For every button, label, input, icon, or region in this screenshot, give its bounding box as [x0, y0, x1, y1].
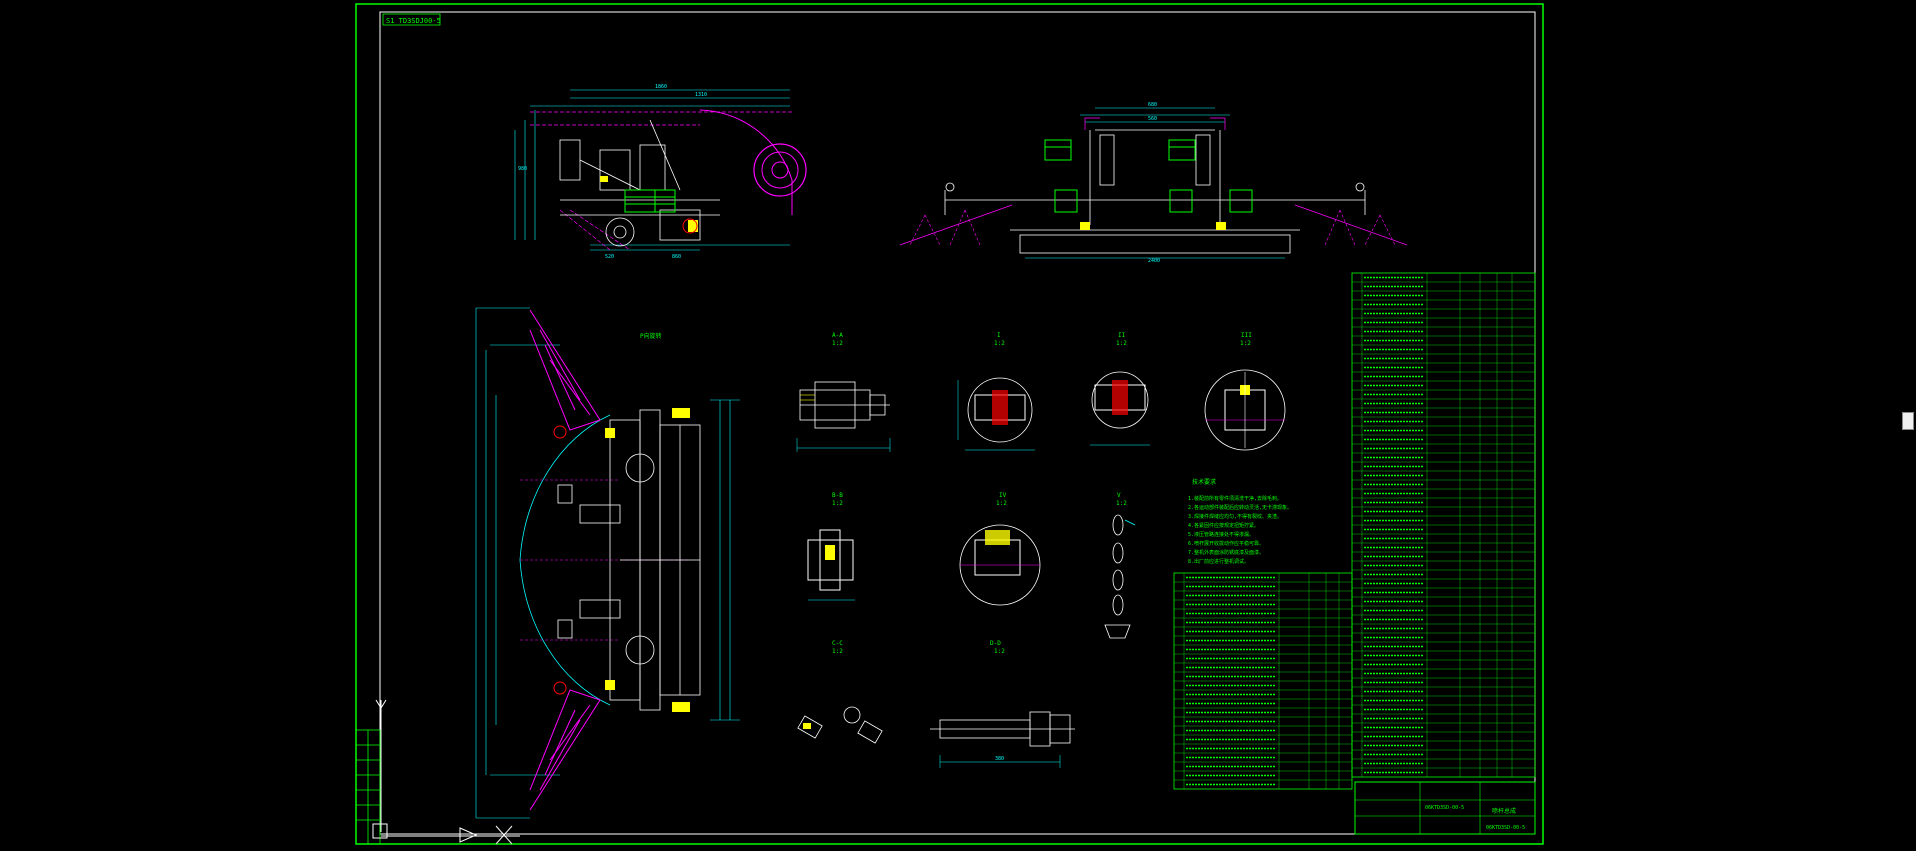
section-label-4-bot: 1:2 — [832, 500, 843, 507]
section-label-7-top: C-C — [832, 640, 843, 647]
front-view: 680 560 2400 — [899, 102, 1408, 264]
side-dim-1: 1310 — [695, 92, 707, 98]
front-dim-1: 560 — [1148, 116, 1157, 122]
section-label-6-bot: 1:2 — [1116, 500, 1127, 507]
section-label-3-bot: 1:2 — [1240, 340, 1251, 347]
side-dim-2: 980 — [518, 166, 527, 172]
side-dim-3: 860 — [672, 254, 681, 260]
side-dim-4: 520 — [605, 254, 614, 260]
detail-iii — [1204, 369, 1286, 451]
section-labels: A-A 1:2 I 1:2 II 1:2 III 1:2 B-B 1:2 IV … — [832, 332, 1252, 655]
section-label-1-top: I — [997, 332, 1001, 339]
bottom-dim: 380 — [995, 756, 1004, 762]
side-view: 1860 1310 980 860 520 — [514, 84, 807, 260]
tech-req-5: 6.喷杆展开收拢动作应平稳可靠。 — [1188, 540, 1264, 547]
sheet-inner-border — [379, 11, 1536, 835]
section-label-8-top: D-D — [990, 640, 1001, 647]
title-block-name: 喷杆总成 — [1492, 807, 1516, 815]
section-label-5-bot: 1:2 — [996, 500, 1007, 507]
tech-req-6: 7.整机外表面涂防锈底漆及面漆。 — [1188, 549, 1264, 556]
detail-c-c — [797, 706, 883, 744]
tech-req-4: 5.液压管路连接处不得渗漏。 — [1188, 531, 1254, 538]
tech-req-7: 8.出厂前应进行整机调试。 — [1188, 558, 1249, 565]
detail-d-d: 380 — [930, 711, 1075, 768]
detail-ii — [1090, 371, 1150, 446]
tech-req-3: 4.各紧固件应按规定扭矩拧紧。 — [1188, 522, 1259, 529]
ucs-icon — [372, 699, 520, 845]
corner-code: S1 TD3SDJ00-5 — [386, 17, 441, 25]
section-label-4-top: B-B — [832, 492, 843, 499]
tech-req-1: 2.各运动部件装配后应转动灵活,无卡滞现象。 — [1188, 504, 1292, 511]
detail-a-a — [796, 381, 891, 452]
bottom-code: 06KTD3SD-00-5 — [1425, 805, 1464, 811]
tech-req-2: 3.焊接件焊缝应均匀,不得有裂纹、夹渣。 — [1188, 513, 1282, 520]
section-label-3-top: III — [1241, 332, 1252, 339]
detail-v-chain — [1104, 514, 1136, 639]
section-label-5-top: IV — [999, 492, 1007, 499]
sheet-outer-border — [355, 3, 1544, 845]
tech-req-0: 1.装配前所有零件须清洗干净,去除毛刺。 — [1188, 495, 1282, 502]
section-label-7-bot: 1:2 — [832, 648, 843, 655]
section-label-2-top: II — [1118, 332, 1126, 339]
parts-list-right — [1351, 272, 1536, 778]
plan-view: P向旋转 — [475, 307, 740, 819]
section-label-8-bot: 1:2 — [994, 648, 1005, 655]
title-block: 喷杆总成 06KTD3SD-00-5 06KTD3SD-00-5 — [1354, 781, 1536, 835]
scroll-thumb-icon[interactable] — [1902, 412, 1914, 430]
detail-iv — [959, 524, 1041, 606]
section-label-6-top: V — [1117, 492, 1121, 499]
title-block-drawing-no: 06KTD3SD-00-5 — [1486, 825, 1525, 831]
side-dim-0: 1860 — [655, 84, 667, 90]
section-label-0-top: A-A — [832, 332, 843, 339]
detail-i — [957, 377, 1035, 451]
front-dim-0: 680 — [1148, 102, 1157, 108]
parts-list-bottom — [1173, 572, 1353, 790]
section-label-1-bot: 1:2 — [994, 340, 1005, 347]
detail-b-b — [807, 529, 855, 601]
tech-requirements: 技术要求 1.装配前所有零件须清洗干净,去除毛刺。 2.各运动部件装配后应转动灵… — [1188, 478, 1292, 565]
section-label-0-bot: 1:2 — [832, 340, 843, 347]
corner-code-box — [382, 13, 441, 26]
vertical-scrollbar[interactable] — [1898, 0, 1916, 847]
section-label-2-bot: 1:2 — [1116, 340, 1127, 347]
plan-view-label: P向旋转 — [640, 332, 662, 340]
left-stamp-column — [355, 729, 381, 845]
tech-req-title: 技术要求 — [1192, 478, 1216, 486]
front-dim-2: 2400 — [1148, 258, 1160, 264]
